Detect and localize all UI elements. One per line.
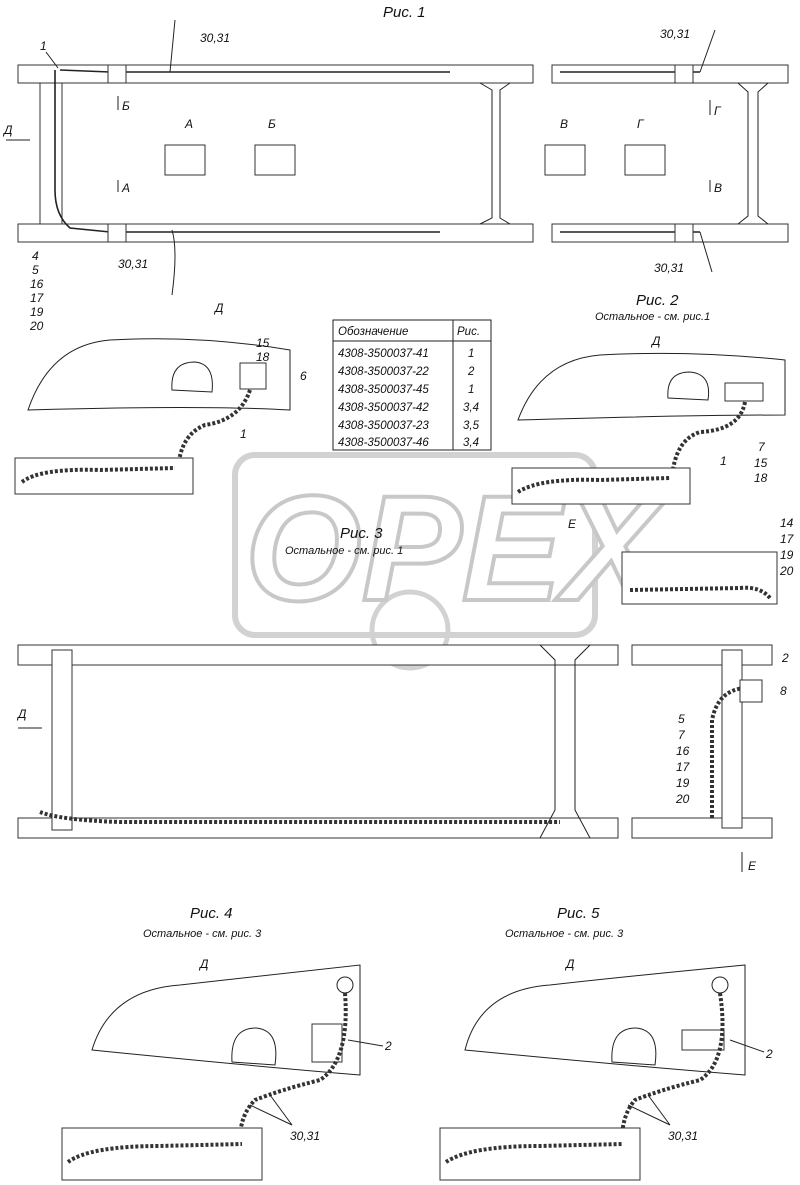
- svg-text:4308-3500037-23: 4308-3500037-23: [338, 420, 429, 432]
- designation-table: Обозначение Рис. 4308-3500037-41 1 4308-…: [332, 319, 492, 451]
- fig5-cab-detail: [439, 964, 746, 1181]
- fig5-view-d-label: Д: [564, 957, 575, 971]
- fig1-callout-6: 6: [300, 369, 307, 383]
- fig4-cab-detail: [61, 964, 361, 1181]
- fig2-view-e-label: Е: [568, 517, 577, 531]
- watermark: OPEX: [232, 452, 672, 671]
- svg-text:14: 14: [780, 516, 794, 530]
- svg-text:4308-3500037-22: 4308-3500037-22: [338, 366, 429, 378]
- svg-text:15: 15: [754, 456, 768, 470]
- table-row: 4308-3500037-41 1: [338, 348, 474, 360]
- fig3-arrow-d-label: Д: [16, 707, 27, 721]
- svg-text:5: 5: [678, 712, 685, 726]
- svg-text:18: 18: [754, 471, 768, 485]
- svg-text:20: 20: [29, 319, 44, 333]
- fig3-arrow-e-label: Е: [748, 859, 757, 873]
- fig1-view-d-label: Д: [213, 301, 224, 315]
- svg-text:4308-3500037-46: 4308-3500037-46: [338, 437, 429, 449]
- callout-30-31-right-bottom: 30,31: [654, 261, 684, 275]
- table-row: 4308-3500037-22 2: [338, 366, 475, 378]
- table-header-fig: Рис.: [457, 326, 480, 338]
- fig3-callout-8: 8: [780, 684, 787, 698]
- callout-30-31-top: 30,31: [200, 31, 230, 45]
- svg-text:20: 20: [779, 564, 794, 578]
- fig3-callout-2: 2: [781, 651, 789, 665]
- fig1-frame-right: [544, 29, 789, 273]
- fig1-frame-left: [17, 19, 534, 296]
- table-row: 4308-3500037-45 1: [338, 384, 474, 396]
- fig1-title: Рис. 1: [383, 4, 426, 21]
- view-a-label: А: [184, 117, 193, 131]
- svg-text:17: 17: [30, 291, 45, 305]
- fig4-view-d-label: Д: [198, 957, 209, 971]
- fig4-callout-2: 2: [384, 1039, 392, 1053]
- view-v-label: В: [560, 117, 568, 131]
- callout-30-31-bottom: 30,31: [118, 257, 148, 271]
- svg-text:1: 1: [468, 348, 474, 360]
- svg-text:7: 7: [758, 440, 766, 454]
- svg-text:19: 19: [780, 548, 794, 562]
- fig2-title: Рис. 2: [636, 292, 679, 309]
- table-row: 4308-3500037-46 3,4: [338, 437, 479, 449]
- svg-text:4308-3500037-41: 4308-3500037-41: [338, 348, 429, 360]
- view-b-label: Б: [268, 117, 276, 131]
- arrow-d-label: Д: [2, 123, 13, 137]
- svg-text:7: 7: [678, 728, 686, 742]
- fig4-callout-30-31: 30,31: [290, 1129, 320, 1143]
- table-row: 4308-3500037-23 3,5: [338, 420, 480, 432]
- fig4-title: Рис. 4: [190, 905, 233, 922]
- svg-text:16: 16: [30, 277, 44, 291]
- fig3-side-detail: [621, 551, 778, 605]
- arrow-g-label: Г: [714, 104, 722, 118]
- table-header-designation: Обозначение: [338, 326, 408, 338]
- callout-30-31-right-top: 30,31: [660, 27, 690, 41]
- fig3-frame: [17, 644, 773, 839]
- fig4-subtitle: Остальное - см. рис. 3: [143, 928, 262, 940]
- svg-text:3,4: 3,4: [463, 437, 479, 449]
- svg-text:19: 19: [30, 305, 44, 319]
- fig2-callout-list: 7 15 18: [754, 440, 768, 485]
- view-g-label: Г: [637, 117, 645, 131]
- svg-text:20: 20: [675, 792, 690, 806]
- fig2-callout-1: 1: [720, 454, 727, 468]
- fig2-cab-detail: [511, 352, 786, 505]
- fig5-callout-2: 2: [765, 1047, 773, 1061]
- svg-text:17: 17: [676, 760, 691, 774]
- fig2-subtitle: Остальное - см. рис.1: [595, 311, 710, 323]
- arrow-a-label: А: [121, 181, 130, 195]
- fig3-title: Рис. 3: [340, 525, 383, 542]
- table-row: 4308-3500037-42 3,4: [338, 402, 479, 414]
- callout-1: 1: [40, 39, 47, 53]
- fig3-callout-list: 14 17 19 20: [779, 516, 795, 578]
- svg-text:1: 1: [468, 384, 474, 396]
- svg-text:3,5: 3,5: [463, 420, 480, 432]
- fig5-subtitle: Остальное - см. рис. 3: [505, 928, 624, 940]
- fig1-callout-15: 15: [256, 336, 270, 350]
- fig1-cab-detail: [14, 338, 291, 495]
- fig5-callout-30-31: 30,31: [668, 1129, 698, 1143]
- svg-text:19: 19: [676, 776, 690, 790]
- svg-text:4308-3500037-42: 4308-3500037-42: [338, 402, 429, 414]
- fig3-callout-list-5-20: 5 7 16 17 19 20: [675, 712, 691, 806]
- fig1-callout-1: 1: [240, 427, 247, 441]
- svg-text:5: 5: [32, 263, 39, 277]
- svg-text:4: 4: [32, 249, 39, 263]
- svg-text:17: 17: [780, 532, 795, 546]
- fig5-title: Рис. 5: [557, 905, 600, 922]
- svg-text:4308-3500037-45: 4308-3500037-45: [338, 384, 429, 396]
- arrow-v-label: В: [714, 181, 722, 195]
- fig2-view-d-label: Д: [650, 334, 661, 348]
- watermark-text: OPEX: [245, 464, 670, 632]
- svg-text:2: 2: [467, 366, 475, 378]
- fig1-callout-18: 18: [256, 350, 270, 364]
- callout-list-4-20: 4 5 16 17 19 20: [29, 249, 45, 333]
- arrow-b-label: Б: [122, 99, 130, 113]
- fig3-subtitle: Остальное - см. рис. 1: [285, 545, 403, 557]
- svg-text:3,4: 3,4: [463, 402, 479, 414]
- svg-text:16: 16: [676, 744, 690, 758]
